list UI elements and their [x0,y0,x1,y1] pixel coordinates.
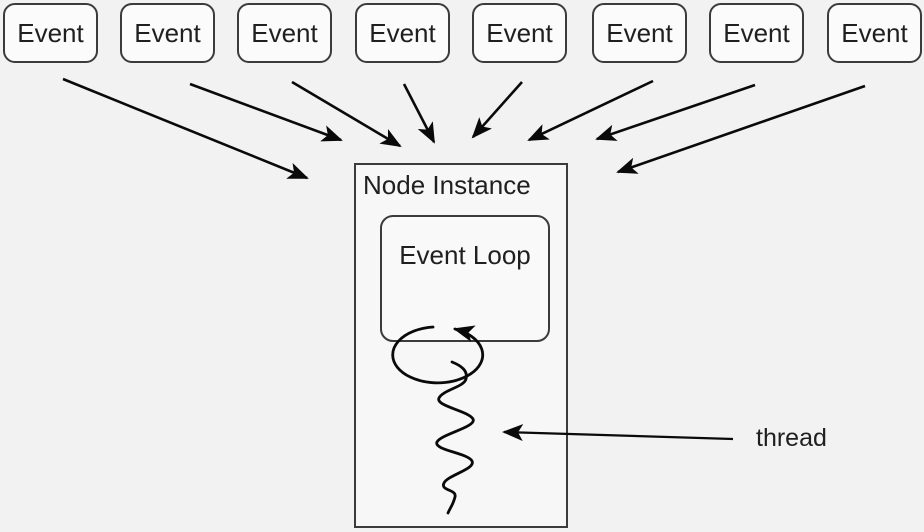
event-loop-box: Event Loop [380,215,550,342]
node-instance-box: Node Instance Event Loop [354,163,568,528]
event-box-7: Event [709,3,804,63]
event-label: Event [486,17,553,48]
event-box-4: Event [355,3,450,63]
event-box-3: Event [237,3,332,63]
event-arrow-7 [595,83,756,141]
event-arrow-5 [471,81,523,139]
event-label: Event [251,17,318,48]
event-label: Event [723,17,790,48]
event-box-6: Event [592,3,687,63]
thread-label: thread [756,424,827,452]
event-box-5: Event [472,3,567,63]
event-label: Event [841,17,908,48]
event-label: Event [606,17,673,48]
node-instance-title: Node Instance [363,170,531,200]
event-label: Event [369,17,436,48]
event-loop-title: Event Loop [399,240,531,270]
event-arrow-6 [527,79,654,142]
event-box-2: Event [120,3,215,63]
event-label: Event [17,17,84,48]
event-label: Event [134,17,201,48]
event-arrow-3 [291,80,402,148]
event-arrow-4 [402,83,436,144]
event-box-1: Event [3,3,98,63]
event-box-8: Event [827,3,922,63]
event-arrow-2 [189,82,343,142]
event-arrow-8 [616,84,866,174]
event-arrow-1 [62,77,309,180]
